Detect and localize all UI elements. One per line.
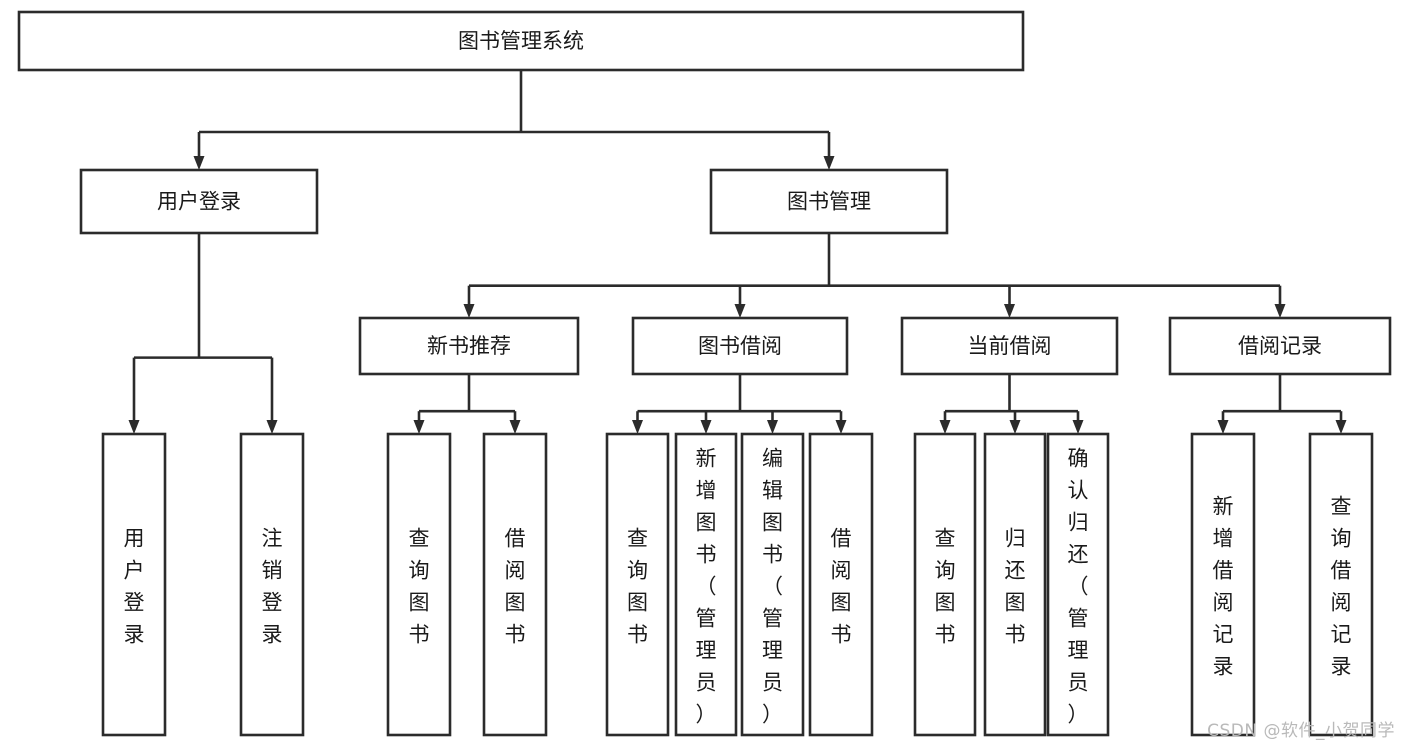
node-user-login[interactable]: 用户登录 bbox=[79, 168, 319, 235]
node-box-book-borrow bbox=[631, 316, 849, 376]
node-label-user-login: 用户登录 bbox=[157, 190, 241, 214]
node-box-book-manage bbox=[709, 168, 949, 235]
node-leaf-return-book[interactable]: 归还图书 bbox=[983, 432, 1047, 737]
edge-group-borrow-record bbox=[1217, 374, 1347, 434]
node-box-leaf-add-borrow-record bbox=[1190, 432, 1256, 737]
node-label-leaf-query-book-rec: 查询图书 bbox=[409, 526, 430, 646]
node-box-borrow-record bbox=[1168, 316, 1392, 376]
node-root[interactable]: 图书管理系统 bbox=[17, 10, 1025, 72]
edge-group-book-borrow bbox=[632, 374, 847, 434]
node-leaf-query-borrow-record[interactable]: 查询借阅记录 bbox=[1308, 432, 1374, 737]
node-label-book-borrow: 图书借阅 bbox=[698, 334, 782, 358]
node-box-leaf-confirm-return-admin bbox=[1046, 432, 1110, 737]
arrow-head-leaf-query-book-current bbox=[939, 420, 951, 434]
arrow-head-leaf-add-book-admin bbox=[700, 420, 712, 434]
edge-group-user-login bbox=[128, 233, 278, 434]
node-current-borrow[interactable]: 当前借阅 bbox=[900, 316, 1119, 376]
node-new-book-recommend[interactable]: 新书推荐 bbox=[358, 316, 580, 376]
node-label-leaf-borrow-book-rec: 借阅图书 bbox=[505, 526, 526, 646]
node-leaf-query-book-borrow[interactable]: 查询图书 bbox=[605, 432, 670, 737]
arrow-head-leaf-user-login bbox=[128, 420, 140, 434]
arrow-head-borrow-record bbox=[1274, 304, 1286, 318]
arrow-head-leaf-query-book-borrow bbox=[632, 420, 643, 434]
node-label-leaf-add-book-admin: 新增图书（管理员） bbox=[696, 446, 717, 726]
node-label-leaf-query-book-current: 查询图书 bbox=[935, 526, 956, 646]
node-leaf-borrow-book[interactable]: 借阅图书 bbox=[808, 432, 874, 737]
node-label-leaf-confirm-return-admin: 确认归还（管理员） bbox=[1068, 446, 1089, 726]
arrow-head-leaf-edit-book-admin bbox=[767, 420, 778, 434]
node-box-leaf-borrow-book bbox=[808, 432, 874, 737]
node-leaf-add-borrow-record[interactable]: 新增借阅记录 bbox=[1190, 432, 1256, 737]
arrow-head-book-manage bbox=[823, 156, 835, 170]
node-leaf-borrow-book-rec[interactable]: 借阅图书 bbox=[482, 432, 548, 737]
node-box-leaf-query-book-current bbox=[913, 432, 977, 737]
node-label-book-manage: 图书管理 bbox=[787, 190, 871, 214]
node-box-root bbox=[17, 10, 1025, 72]
nodes-layer: 图书管理系统用户登录图书管理新书推荐图书借阅当前借阅借阅记录用户登录注销登录查询… bbox=[17, 10, 1392, 737]
node-label-leaf-edit-book-admin: 编辑图书（管理员） bbox=[762, 446, 783, 726]
arrow-head-leaf-query-borrow-record bbox=[1335, 420, 1347, 434]
node-label-leaf-query-book-borrow: 查询图书 bbox=[627, 526, 648, 646]
node-leaf-confirm-return-admin[interactable]: 确认归还（管理员） bbox=[1046, 432, 1110, 737]
node-box-leaf-user-login bbox=[101, 432, 167, 737]
edge-group-new-book-recommend bbox=[413, 374, 521, 434]
arrow-head-leaf-confirm-return-admin bbox=[1072, 420, 1084, 434]
node-label-leaf-user-logout: 注销登录 bbox=[262, 526, 283, 646]
node-leaf-user-logout[interactable]: 注销登录 bbox=[239, 432, 305, 737]
arrow-head-user-login bbox=[193, 156, 205, 170]
arrow-head-leaf-user-logout bbox=[266, 420, 278, 434]
edge-group-current-borrow bbox=[939, 374, 1084, 434]
csdn-watermark: CSDN @软件_小贺同学 bbox=[1207, 721, 1395, 741]
node-leaf-add-book-admin[interactable]: 新增图书（管理员） bbox=[674, 432, 738, 737]
node-label-leaf-add-borrow-record: 新增借阅记录 bbox=[1213, 494, 1234, 678]
arrow-head-leaf-borrow-book-rec bbox=[509, 420, 521, 434]
arrow-head-new-book-recommend bbox=[463, 304, 475, 318]
node-box-leaf-user-logout bbox=[239, 432, 305, 737]
node-box-leaf-return-book bbox=[983, 432, 1047, 737]
node-label-root: 图书管理系统 bbox=[458, 29, 584, 53]
node-leaf-query-book-current[interactable]: 查询图书 bbox=[913, 432, 977, 737]
node-leaf-edit-book-admin[interactable]: 编辑图书（管理员） bbox=[740, 432, 805, 737]
edges-layer bbox=[128, 70, 1347, 434]
edge-group-root bbox=[193, 70, 835, 170]
node-box-user-login bbox=[79, 168, 319, 235]
node-label-leaf-return-book: 归还图书 bbox=[1005, 526, 1026, 646]
node-label-new-book-recommend: 新书推荐 bbox=[427, 334, 511, 358]
arrow-head-leaf-borrow-book bbox=[835, 420, 847, 434]
node-leaf-user-login[interactable]: 用户登录 bbox=[101, 432, 167, 737]
node-box-leaf-query-borrow-record bbox=[1308, 432, 1374, 737]
node-label-leaf-user-login: 用户登录 bbox=[124, 526, 145, 646]
node-book-manage[interactable]: 图书管理 bbox=[709, 168, 949, 235]
node-label-leaf-borrow-book: 借阅图书 bbox=[831, 526, 852, 646]
node-label-leaf-query-borrow-record: 查询借阅记录 bbox=[1331, 494, 1352, 678]
arrow-head-leaf-return-book bbox=[1009, 420, 1021, 434]
node-box-leaf-borrow-book-rec bbox=[482, 432, 548, 737]
node-box-leaf-query-book-borrow bbox=[605, 432, 670, 737]
arrow-head-book-borrow bbox=[734, 304, 746, 318]
node-box-leaf-edit-book-admin bbox=[740, 432, 805, 737]
node-box-leaf-query-book-rec bbox=[386, 432, 452, 737]
node-leaf-query-book-rec[interactable]: 查询图书 bbox=[386, 432, 452, 737]
arrow-head-leaf-query-book-rec bbox=[413, 420, 425, 434]
edge-group-book-manage bbox=[463, 233, 1286, 318]
node-box-new-book-recommend bbox=[358, 316, 580, 376]
node-label-borrow-record: 借阅记录 bbox=[1238, 334, 1322, 358]
node-label-current-borrow: 当前借阅 bbox=[968, 334, 1052, 358]
node-borrow-record[interactable]: 借阅记录 bbox=[1168, 316, 1392, 376]
node-box-leaf-add-book-admin bbox=[674, 432, 738, 737]
node-book-borrow[interactable]: 图书借阅 bbox=[631, 316, 849, 376]
arrow-head-leaf-add-borrow-record bbox=[1217, 420, 1229, 434]
arrow-head-current-borrow bbox=[1004, 304, 1015, 318]
node-box-current-borrow bbox=[900, 316, 1119, 376]
